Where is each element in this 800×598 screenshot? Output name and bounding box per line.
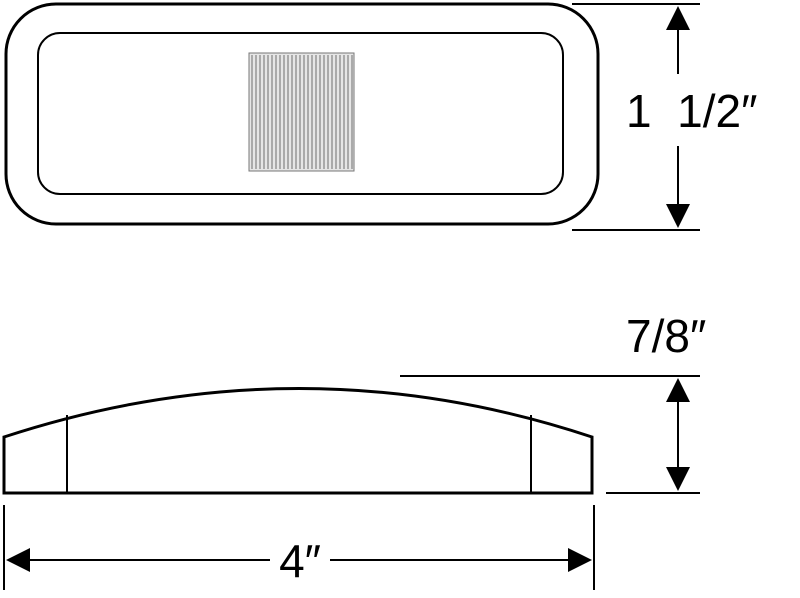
- width-label: 4″: [279, 535, 321, 587]
- housing-profile: [2, 387, 594, 495]
- height-arrow-down: [666, 204, 690, 228]
- lens-lines: [251, 55, 353, 169]
- depth-arrow-down: [666, 467, 690, 491]
- height-label: 1 1/2″: [626, 85, 757, 137]
- width-arrow-right: [568, 548, 592, 572]
- side-view: [2, 387, 594, 495]
- depth-label: 7/8″: [626, 310, 706, 362]
- height-dimension: 1 1/2″: [572, 3, 757, 231]
- top-view: [4, 2, 600, 226]
- lens-reflector: [248, 52, 355, 172]
- height-arrow-up: [666, 6, 690, 30]
- housing-inner: [37, 32, 564, 195]
- depth-dimension: 7/8″: [400, 310, 706, 494]
- depth-arrow-up: [666, 378, 690, 402]
- width-dimension: 4″: [3, 505, 595, 590]
- width-arrow-left: [6, 548, 30, 572]
- housing-outer: [4, 2, 600, 226]
